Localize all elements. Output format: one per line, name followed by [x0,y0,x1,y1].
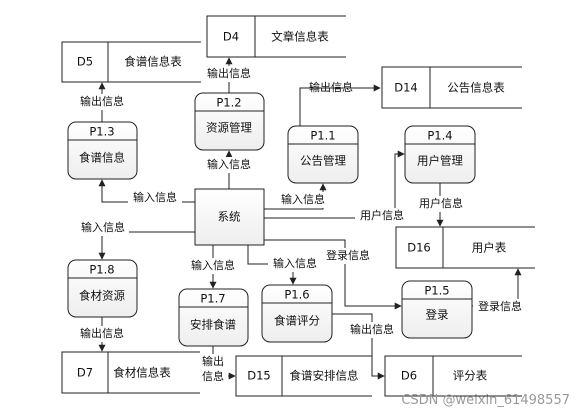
store-name: 食谱信息表 [124,55,182,69]
flow-label: 信息 [202,369,224,383]
process-p11: P1.1 公告管理 [287,125,359,184]
store-name: 食材信息表 [113,366,171,380]
flow-label: 输入信息 [281,192,325,206]
store-id: D16 [407,241,431,255]
process-id: P1.6 [284,288,309,302]
process-id: P1.8 [89,263,114,277]
store-name: 食谱安排信息 [290,369,359,383]
flow-label: 输入信息 [81,220,125,234]
process-name: 食材资源 [79,289,125,303]
flow-sys-to-p14 [264,150,405,219]
process-name: 用户管理 [417,154,463,168]
flow-p11-to-d14 [299,84,381,126]
store-id: D4 [223,30,239,44]
process-id: P1.4 [427,129,452,143]
process-name: 公告管理 [300,154,346,168]
process-id: P1.3 [89,125,114,139]
flow-label: 用户信息 [419,196,463,210]
store-d16: D16 用户表 [395,226,535,269]
flow-label: 输入信息 [191,258,235,272]
flow-label: 输出信息 [309,80,353,94]
process-name: 登录 [426,308,449,322]
store-id: D14 [394,81,418,95]
system-node: 系统 [194,188,265,246]
flow-label: 输出 [202,354,224,368]
store-d4: D4 文章信息表 [206,15,346,58]
store-name: 评分表 [453,369,488,383]
system-label: 系统 [218,210,241,224]
store-d7: D7 食材信息表 [61,351,200,394]
flow-label: 登录信息 [478,299,522,313]
process-name: 食谱信息 [79,151,125,165]
flow-label: 输出信息 [80,94,124,108]
process-id: P1.7 [200,292,225,306]
flow-label: 输入信息 [133,190,177,204]
flow-label: 输出信息 [350,322,394,336]
process-name: 资源管理 [206,121,252,135]
store-id: D5 [77,55,93,69]
process-id: P1.1 [310,129,335,143]
flow-sys-to-p15 [264,239,402,310]
store-name: 用户表 [472,241,507,255]
process-p13: P1.3 食谱信息 [67,121,138,180]
process-p14: P1.4 用户管理 [404,125,476,184]
store-id: D7 [77,366,93,380]
store-d15: D15 食谱安排信息 [235,355,372,397]
flow-label: 用户信息 [360,208,404,222]
watermark: CSDN @weixin_61498557 [401,393,570,408]
store-name: 文章信息表 [271,30,329,44]
process-name: 安排食谱 [190,318,236,332]
process-id: P1.2 [216,96,241,110]
flow-sys-to-p18 [98,231,195,260]
store-name: 公告信息表 [447,81,505,95]
process-p12: P1.2 资源管理 [194,92,265,151]
store-d6: D6 评分表 [384,355,522,397]
process-p18: P1.8 食材资源 [67,259,138,318]
flow-label: 输出信息 [80,326,124,340]
store-d5: D5 食谱信息表 [61,41,201,83]
flow-label: 输入信息 [273,256,317,270]
process-p17: P1.7 安排食谱 [178,288,249,347]
store-d14: D14 公告信息表 [381,66,522,109]
flow-p16-to-d6 [332,313,385,380]
process-p16: P1.6 食谱评分 [261,284,333,343]
process-p15: P1.5 登录 [401,280,473,339]
store-id: D15 [247,369,271,383]
process-id: P1.5 [424,284,449,298]
store-id: D6 [401,369,417,383]
flow-label: 输入信息 [207,157,251,171]
flow-label: 输出信息 [207,66,251,80]
process-name: 食谱评分 [274,314,320,328]
flow-label: 登录信息 [326,248,370,262]
